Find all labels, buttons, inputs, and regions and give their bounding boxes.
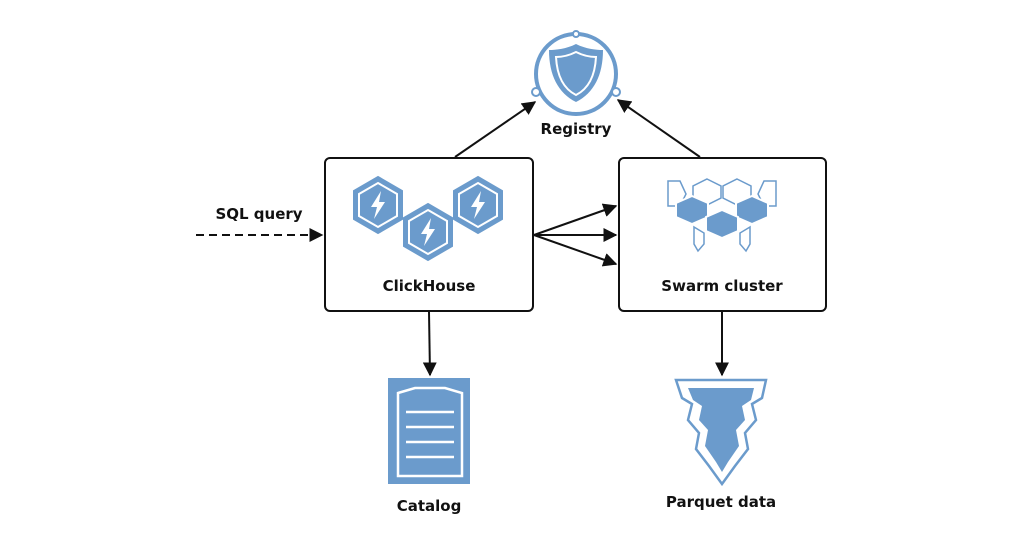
shield-icon: [531, 30, 621, 116]
document-icon: [388, 378, 470, 484]
clickhouse-label: ClickHouse: [382, 277, 476, 295]
hexagon-cluster-icon: [667, 178, 777, 253]
registry-label: Registry: [540, 120, 612, 138]
catalog-label: Catalog: [396, 497, 462, 515]
edge-clickhouse-swarm-3: [533, 234, 618, 267]
edge-swarm-registry: [616, 99, 701, 158]
swarm-cluster-node: [618, 157, 827, 312]
data-bucket-icon: [674, 378, 768, 487]
sql-query-label: SQL query: [215, 205, 303, 223]
swarm-cluster-label: Swarm cluster: [661, 277, 783, 295]
edge-clickhouse-registry: [454, 101, 537, 158]
clickhouse-node: [324, 157, 534, 312]
edge-clickhouse-catalog: [422, 311, 437, 377]
edge-clickhouse-swarm-1: [533, 203, 618, 236]
parquet-data-label: Parquet data: [665, 493, 777, 511]
